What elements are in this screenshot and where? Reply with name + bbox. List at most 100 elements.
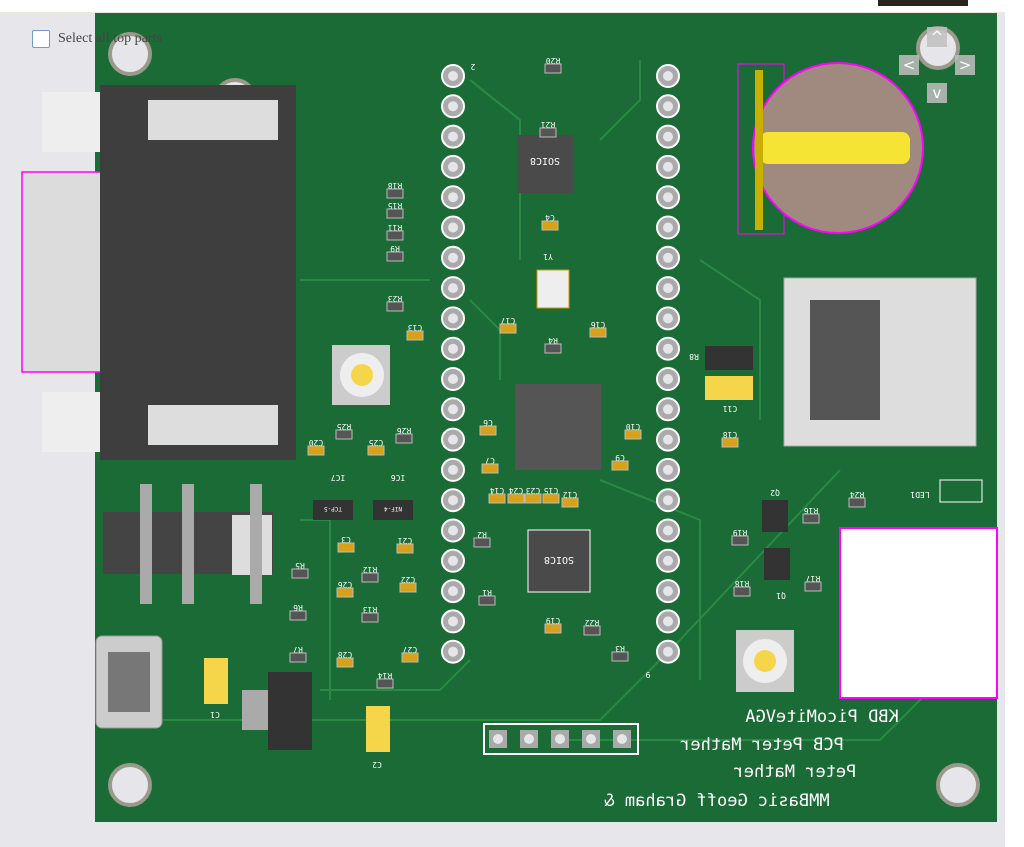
designator-c25: C25 — [369, 438, 384, 447]
ic6-marking: NIF-4 — [384, 505, 402, 512]
kbd-connector — [839, 527, 998, 699]
smd-r14 — [376, 678, 394, 689]
pin-hole — [524, 734, 534, 744]
designator-r25: R25 — [337, 422, 352, 431]
q2-part — [762, 500, 788, 532]
pin-label-2: 2 — [470, 62, 475, 71]
top-bar — [0, 0, 1024, 13]
pan-up-button[interactable]: ^ — [927, 27, 947, 47]
smd-r1 — [478, 595, 496, 606]
designator-r3: R3 — [615, 644, 625, 653]
smd-c14 — [488, 493, 506, 504]
rp2040-chip — [515, 384, 601, 470]
chip-marking-top: SOIC8 — [530, 155, 560, 166]
pin-hole — [617, 734, 627, 744]
smd-c19 — [544, 623, 562, 634]
pin-hole — [448, 464, 458, 475]
pan-right-button[interactable]: > — [955, 55, 975, 75]
smd-r2 — [473, 537, 491, 548]
pin-label-9: 9 — [645, 670, 650, 679]
designator-r19: R19 — [733, 528, 748, 537]
designator-c1: C1 — [210, 710, 220, 719]
r8-part — [705, 346, 753, 370]
designator-c26: C26 — [338, 580, 353, 589]
smd-r7 — [289, 652, 307, 663]
pin-hole — [448, 555, 458, 566]
designator-c19: C19 — [546, 616, 561, 625]
boot-button[interactable] — [736, 630, 794, 692]
designator-led1: LED1 — [910, 490, 929, 499]
pin-hole — [448, 404, 458, 415]
ic7-chip — [313, 500, 353, 520]
designator-c27: C27 — [403, 645, 418, 654]
smd-r5 — [291, 568, 309, 579]
pin-hole — [493, 734, 503, 744]
pin-hole — [663, 616, 673, 627]
designator-c28: C28 — [338, 650, 353, 659]
smd-r18 — [386, 188, 404, 199]
pin-hole — [663, 404, 673, 415]
pin-hole — [448, 495, 458, 506]
toolbar-tab[interactable] — [878, 0, 968, 6]
smd-r16 — [802, 513, 820, 524]
smd-r11 — [386, 230, 404, 241]
led1-outline — [939, 479, 983, 503]
pin-hole — [448, 101, 458, 112]
smd-c21 — [396, 543, 414, 554]
smd-r3 — [611, 651, 629, 662]
designator-r6: R6 — [293, 603, 303, 612]
designator-r24: R24 — [850, 490, 865, 499]
mounting-hole — [108, 32, 152, 76]
designator-r14: R14 — [378, 671, 393, 680]
pin-hole — [663, 464, 673, 475]
reset-button[interactable] — [332, 345, 390, 405]
db9-connector — [21, 85, 296, 460]
smd-c23 — [524, 493, 542, 504]
pin-hole — [448, 192, 458, 203]
smd-c16 — [589, 327, 607, 338]
c11-part — [705, 376, 753, 400]
smd-c22 — [399, 582, 417, 593]
credit-line-mmbasic: MMBasic Geoff Graham & — [604, 791, 830, 811]
pin-hole — [663, 586, 673, 597]
designator-r13: R13 — [363, 605, 378, 614]
pan-left-button[interactable]: < — [899, 55, 919, 75]
pin-hole — [586, 734, 596, 744]
designator-c23: C23 — [526, 486, 541, 495]
smd-r25 — [335, 429, 353, 440]
select-all-top-parts-checkbox[interactable]: Select all top parts — [32, 30, 162, 48]
smd-c13 — [406, 330, 424, 341]
header-5pin-outline — [483, 723, 639, 755]
designator-r17: R17 — [806, 574, 821, 583]
q1-part — [764, 548, 790, 580]
designator-r1: R1 — [482, 588, 492, 597]
pin-hole — [448, 252, 458, 263]
designator-c7: C7 — [485, 456, 495, 465]
pan-down-button[interactable]: v — [927, 83, 947, 103]
designator-r18: R18 — [388, 181, 403, 190]
pico-headers — [441, 64, 680, 664]
designator-q2: Q2 — [770, 488, 780, 497]
checkbox-box[interactable] — [32, 30, 50, 48]
designator-r12: R12 — [363, 565, 378, 574]
chip-marking-bottom: SOIC8 — [544, 554, 574, 565]
designator-c22: C22 — [401, 575, 416, 584]
ic6-chip — [373, 500, 413, 520]
pin-hole — [663, 555, 673, 566]
smd-c9 — [611, 460, 629, 471]
credit-line-author: Peter Mather — [734, 762, 857, 782]
scrollbar-track[interactable] — [1005, 12, 1024, 847]
smd-r19 — [731, 535, 749, 546]
soic8-chip-bottom — [527, 529, 591, 593]
smd-r21 — [539, 127, 557, 138]
pin-hole — [663, 161, 673, 172]
smd-c26 — [336, 587, 354, 598]
designator-r9: R9 — [390, 244, 400, 253]
smd-c28 — [336, 657, 354, 668]
designator-r23: R23 — [388, 294, 403, 303]
designator-c17: C17 — [501, 316, 516, 325]
pin-hole — [663, 222, 673, 233]
pin-hole — [663, 343, 673, 354]
pin-hole — [663, 525, 673, 536]
